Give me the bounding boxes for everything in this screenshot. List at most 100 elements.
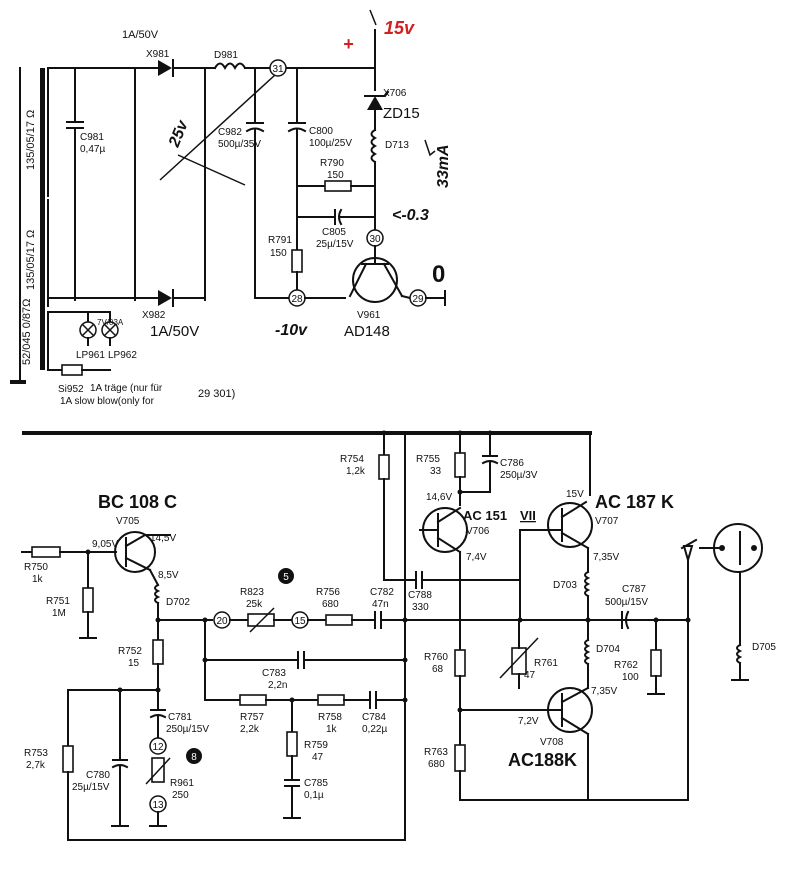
v707-collector-voltage: 15V xyxy=(566,489,584,500)
r762-icon xyxy=(650,649,662,677)
inductor-d702-icon xyxy=(154,583,161,605)
badge-8 xyxy=(186,748,202,764)
node-29: 29 xyxy=(409,289,427,307)
zd15-label: ZD15 xyxy=(383,105,420,122)
fuse-note-en: 1A slow blow(only for xyxy=(60,396,155,407)
bc108c-label: BC 108 C xyxy=(98,492,177,512)
diode-x982-icon xyxy=(158,290,172,306)
r757-value: 2,2k xyxy=(240,724,260,735)
c982-label: C982 xyxy=(218,127,242,138)
svg-text:30: 30 xyxy=(369,234,381,245)
d704-label: D704 xyxy=(596,644,620,655)
svg-text:31: 31 xyxy=(272,64,284,75)
c788-label: C788 xyxy=(408,590,432,601)
v707-emitter-voltage: 7,35V xyxy=(593,552,619,563)
inductor-d705-icon xyxy=(736,643,743,665)
v706-label: V706 xyxy=(466,526,490,537)
r754-value: 1,2k xyxy=(346,466,366,477)
amplifier-section: BC 108 C V705 14,5V 9,05V 8,5V R750 1k R… xyxy=(21,430,776,841)
x706-label: X706 xyxy=(383,88,407,99)
c784-label: C784 xyxy=(362,712,386,723)
d702-label: D702 xyxy=(166,597,190,608)
r761-label: R761 xyxy=(534,658,558,669)
c780-label: C780 xyxy=(86,770,110,781)
x981-rating: 1A/50V xyxy=(122,29,159,41)
d713-label: D713 xyxy=(385,140,409,151)
r750-icon xyxy=(31,546,61,558)
current-33ma: 33mA xyxy=(435,144,452,188)
r753-label: R753 xyxy=(24,748,48,759)
fuse-note-model: 29 301) xyxy=(198,388,235,400)
c785-label: C785 xyxy=(304,778,328,789)
c805-value: 25µ/15V xyxy=(316,239,354,250)
r760-value: 68 xyxy=(432,664,444,675)
zero-marker: 0 xyxy=(432,261,445,288)
v706-collector-voltage: 14,6V xyxy=(426,492,452,503)
fuse-note-de: 1A träge (nur für xyxy=(90,383,163,394)
r823-label: R823 xyxy=(240,587,264,598)
r758-value: 1k xyxy=(326,724,338,735)
r761-value: 47 xyxy=(524,670,536,681)
c781-value: 250µ/15V xyxy=(166,724,209,735)
svg-text:13: 13 xyxy=(152,800,164,811)
r762-label: R762 xyxy=(614,660,638,671)
c781-label: C781 xyxy=(168,712,192,723)
v705-emitter-voltage: 8,5V xyxy=(158,570,179,581)
c780-value: 25µ/15V xyxy=(72,782,110,793)
c981-label: C981 xyxy=(80,132,104,143)
diode-x981-icon xyxy=(158,60,172,76)
node-31: 31 xyxy=(269,59,287,77)
v708-base-voltage: 7,2V xyxy=(518,716,539,727)
v705-collector-voltage: 14,5V xyxy=(150,533,176,544)
chassis-ground-icon xyxy=(10,380,26,384)
r961-value: 250 xyxy=(172,790,189,801)
ac151-label: AC 151 xyxy=(463,508,507,523)
inductor-d704-icon xyxy=(584,638,591,666)
r791-label: R791 xyxy=(268,235,292,246)
r752-icon xyxy=(152,639,164,665)
c982-value: 500µ/35V xyxy=(218,139,261,150)
r756-label: R756 xyxy=(316,587,340,598)
v708-label: V708 xyxy=(540,737,564,748)
c805-label: C805 xyxy=(322,227,346,238)
r755-value: 33 xyxy=(430,466,442,477)
r752-label: R752 xyxy=(118,646,142,657)
inductor-d703-icon xyxy=(584,570,591,598)
svg-text:15: 15 xyxy=(294,616,306,627)
ad148-label: AD148 xyxy=(344,323,390,340)
r751-icon xyxy=(82,587,94,613)
c787-value: 500µ/15V xyxy=(605,597,648,608)
v705-label: V705 xyxy=(116,516,140,527)
node-12: 12 xyxy=(149,737,167,755)
red-plus: + xyxy=(343,34,354,54)
transformer-core xyxy=(40,68,45,370)
lp961-label: LP961 xyxy=(76,350,105,361)
voltage-minus-0-3: <-0.3 xyxy=(392,207,429,224)
c783-value: 2,2n xyxy=(268,680,287,691)
fuse-si952-icon xyxy=(61,364,83,376)
r750-label: R750 xyxy=(24,562,48,573)
v706-emitter-voltage: 7,4V xyxy=(466,552,487,563)
badge-5 xyxy=(278,568,294,584)
r790-value: 150 xyxy=(327,170,344,181)
node-28: 28 xyxy=(288,289,306,307)
c981-value: 0,47µ xyxy=(80,144,105,155)
r754-icon xyxy=(378,454,390,480)
r757-icon xyxy=(239,694,267,706)
r763-label: R763 xyxy=(424,747,448,758)
power-supply-section: 135/05/17 Ω 135/05/17 Ω 52/045 0/87Ω 1A/… xyxy=(10,9,452,407)
c786-label: C786 xyxy=(500,458,524,469)
r756-value: 680 xyxy=(322,599,339,610)
voltage-25v: 25v xyxy=(166,117,193,150)
r751-value: 1M xyxy=(52,608,66,619)
r750-value: 1k xyxy=(32,574,44,585)
transformer-winding-3-label: 52/045 0/87Ω xyxy=(21,299,33,365)
transistor-bc108c-icon xyxy=(114,531,156,573)
r791-value: 150 xyxy=(270,248,287,259)
r759-icon xyxy=(286,731,298,757)
r758-label: R758 xyxy=(318,712,342,723)
d981-label: D981 xyxy=(214,50,238,61)
inductor-d981-icon xyxy=(213,62,247,71)
red-voltage-15v: 15v xyxy=(384,18,415,38)
transistor-ac188k-icon xyxy=(547,687,593,733)
